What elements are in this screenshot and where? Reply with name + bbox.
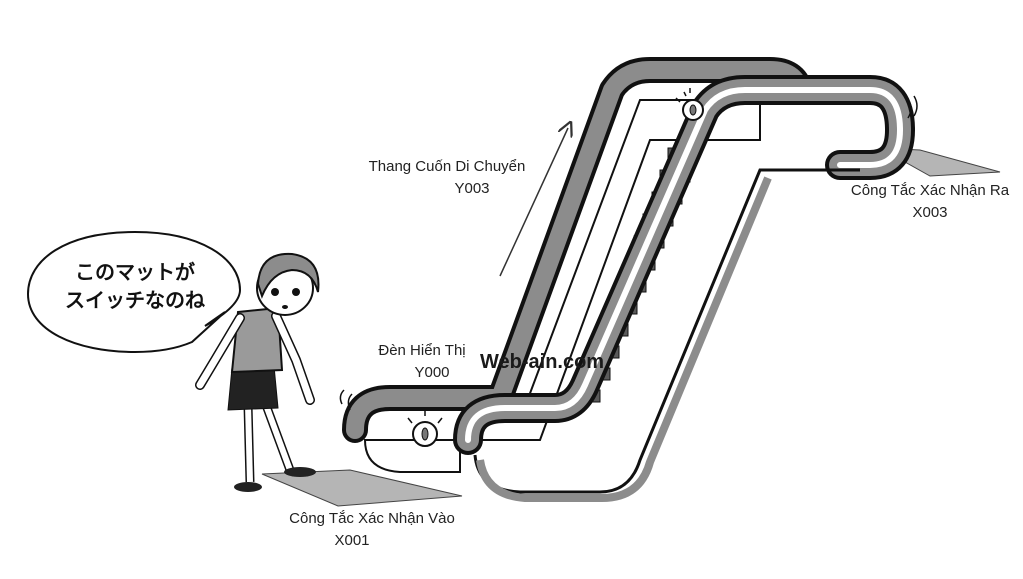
speech-bubble (26, 230, 242, 354)
escalator-label: Thang Cuốn Di Chuyển Y003 (362, 156, 532, 200)
motion-marks-right (907, 95, 918, 119)
escalator-label-code: Y003 (454, 180, 490, 197)
direction-arrow (499, 128, 568, 277)
watermark-text: Web-ain.com (480, 351, 605, 373)
girl-character (195, 252, 320, 492)
indicator-lamp-label-code: Y000 (414, 364, 450, 381)
entry-switch-label: Công Tắc Xác Nhận Vào X001 (282, 508, 462, 552)
entry-mat (261, 469, 463, 507)
indicator-lamp-top-icon (675, 88, 704, 121)
exit-switch-label-code: X003 (912, 204, 948, 221)
escalator-label-name: Thang Cuốn Di Chuyển (368, 158, 526, 175)
exit-switch-label-name: Công Tắc Xác Nhận Ra (850, 182, 1010, 199)
indicator-lamp-label-name: Đèn Hiển Thị (378, 342, 466, 359)
entry-switch-label-name: Công Tắc Xác Nhận Vào (289, 510, 455, 527)
speech-bubble-line-2: スイッチなのね (65, 288, 205, 312)
motion-marks-left (339, 389, 353, 411)
escalator-body (363, 99, 761, 473)
entry-switch-label-code: X001 (334, 532, 370, 549)
exit-switch-label: Công Tắc Xác Nhận Ra X003 (840, 180, 1020, 224)
indicator-lamp-label: Đèn Hiển Thị Y000 (362, 340, 482, 384)
speech-bubble-text: このマットが スイッチなのね (40, 258, 230, 314)
speech-bubble-line-1: このマットが (75, 260, 195, 284)
indicator-lamp-bottom-icon (407, 411, 443, 447)
